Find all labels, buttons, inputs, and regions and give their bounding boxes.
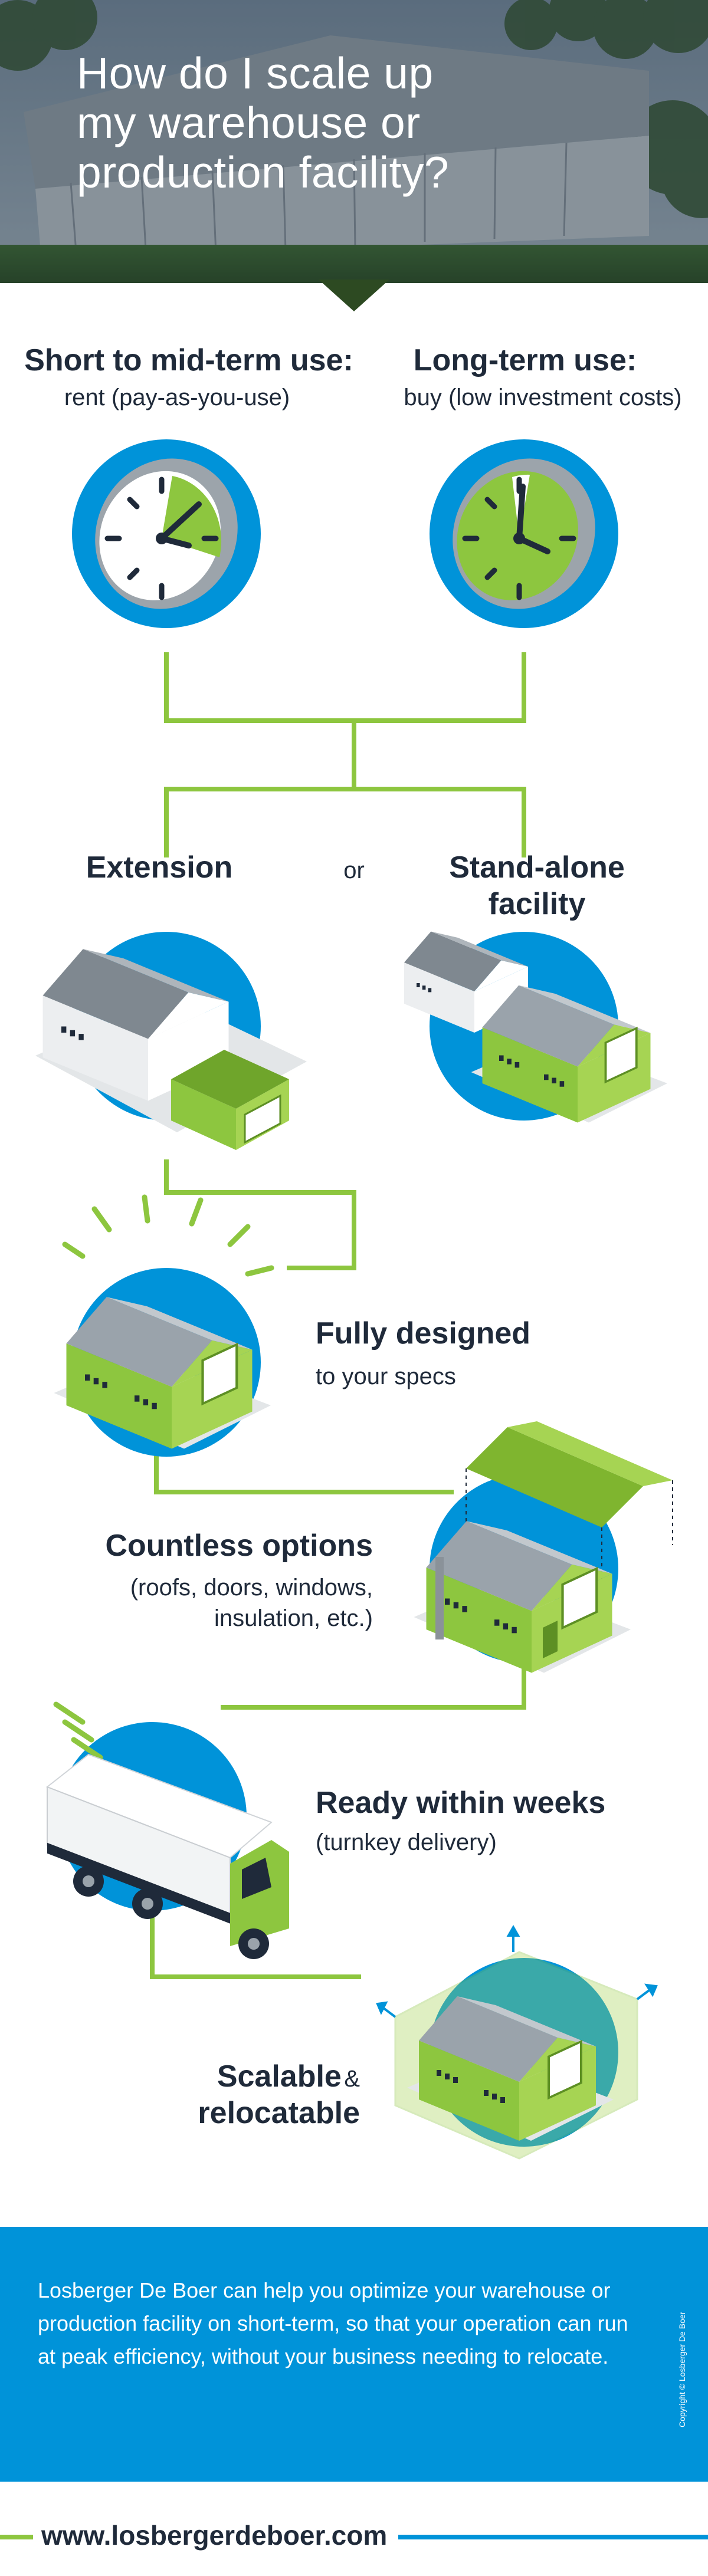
designed-illustration xyxy=(54,1194,274,1457)
scalable-label: Scalable & relocatable xyxy=(118,2058,360,2131)
ready-subtitle: (turnkey delivery) xyxy=(316,1829,497,1855)
truck-illustration xyxy=(46,1701,289,1959)
standalone-label: Stand-alone facility xyxy=(449,850,625,921)
designed-subtitle: to your specs xyxy=(316,1363,456,1389)
long-term-title: Long-term use: xyxy=(413,343,637,377)
expand-arrows xyxy=(376,1924,658,2018)
clock-icon-long-term xyxy=(430,439,618,628)
speed-lines xyxy=(53,1701,103,1760)
clock-icon-short-term xyxy=(72,439,261,628)
footer-line-blue xyxy=(398,2535,708,2539)
ready-title: Ready within weeks xyxy=(316,1786,606,1820)
extension-label: Extension xyxy=(86,850,233,885)
footer-text: Losberger De Boer can help you optimize … xyxy=(38,2278,628,2368)
designed-title: Fully designed xyxy=(316,1316,531,1351)
options-title: Countless options xyxy=(105,1529,373,1563)
relocatable-title: relocatable xyxy=(198,2096,360,2130)
page-title: How do I scale up my warehouse or produc… xyxy=(77,48,450,197)
or-label: or xyxy=(343,857,365,883)
short-term-title: Short to mid-term use: xyxy=(24,343,353,377)
options-illustration xyxy=(414,1421,673,1673)
scalable-title: Scalable xyxy=(217,2059,342,2094)
header-banner: How do I scale up my warehouse or produc… xyxy=(0,0,708,283)
options-subtitle: (roofs, doors, windows, insulation, etc.… xyxy=(130,1575,373,1631)
scalable-amp: & xyxy=(344,2066,360,2092)
header-photo xyxy=(0,0,708,283)
website-link[interactable]: www.losbergerdeboer.com xyxy=(41,2520,388,2551)
header-arrow xyxy=(319,280,389,311)
extension-illustration xyxy=(35,932,307,1150)
copyright-notice: Copyright © Losberger De Boer xyxy=(677,2311,687,2427)
standalone-illustration xyxy=(404,931,668,1124)
sparkle-lines xyxy=(62,1194,274,1277)
scalable-illustration xyxy=(376,1924,658,2160)
footer-band: Losberger De Boer can help you optimize … xyxy=(0,2227,708,2482)
infographic-illustrations xyxy=(35,439,673,2160)
long-term-subtitle: buy (low investment costs) xyxy=(404,385,682,410)
short-term-subtitle: rent (pay-as-you-use) xyxy=(64,385,290,410)
footer-line-green xyxy=(0,2535,33,2539)
